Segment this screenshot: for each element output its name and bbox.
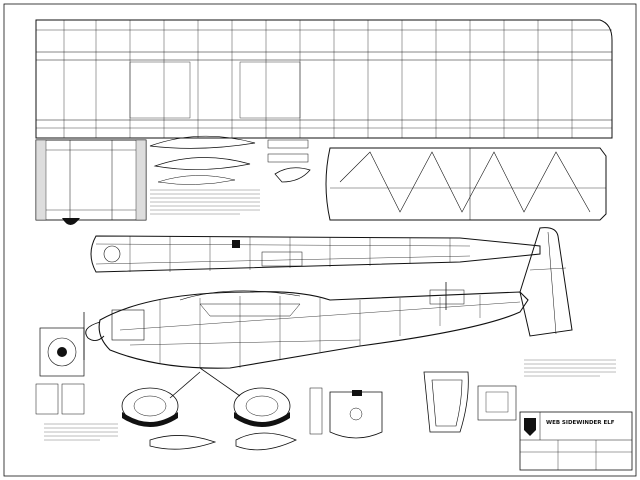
- formers: [423, 371, 517, 433]
- fuselage-side-view: [83, 290, 529, 369]
- emblem-icon: [524, 418, 536, 436]
- plan-border: [3, 3, 637, 477]
- rib-airfoils: [149, 135, 256, 185]
- title-block: WEB SIDEWINDER ELF: [519, 411, 633, 471]
- landing-gear: [121, 367, 291, 427]
- engine-mount-detail: [35, 327, 85, 415]
- wing-plan: [35, 19, 613, 139]
- tail-detail: [429, 282, 465, 310]
- bulkhead-details: [309, 387, 383, 439]
- small-parts: [267, 139, 311, 183]
- wing-center-section: [35, 139, 147, 225]
- notes-text-block: [44, 189, 616, 441]
- stabilizer-plan: [325, 147, 607, 221]
- fin-rudder: [519, 227, 573, 337]
- fuselage-top-view: [90, 235, 541, 273]
- wheel-pants: [149, 432, 297, 451]
- plan-title: WEB SIDEWINDER ELF: [546, 420, 615, 426]
